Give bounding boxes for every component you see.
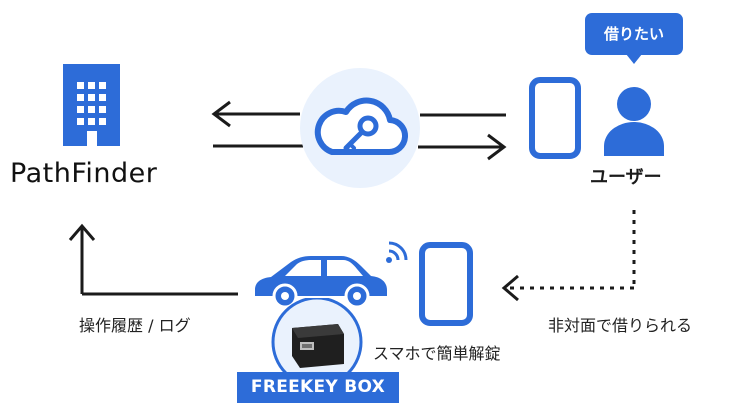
person-icon [601, 84, 667, 156]
smartphone-unlock-label: スマホで簡単解錠 [373, 344, 501, 363]
dotted-arrow-icon [498, 208, 640, 308]
keybox-device-icon [268, 298, 366, 384]
contactless-rent-label: 非対面で借りられる [548, 316, 693, 335]
arrow-up-icon [66, 222, 246, 300]
cloud-key-icon [298, 66, 422, 190]
line-left-lower [213, 143, 303, 149]
smartphone-icon-bottom [419, 242, 473, 326]
line-right-upper [420, 112, 506, 118]
freekey-box-label: FREEKEY BOX [237, 372, 399, 403]
arrow-right-icon [418, 133, 510, 163]
bubble-tail [626, 54, 642, 64]
car-icon [251, 252, 391, 312]
smartphone-icon-top [529, 77, 581, 159]
request-bubble: 借りたい [585, 13, 683, 55]
building-icon [63, 64, 125, 146]
user-label: ユーザー [590, 167, 662, 188]
history-log-label: 操作履歴 / ログ [79, 316, 191, 335]
company-name: PathFinder [10, 158, 158, 189]
wireless-signal-icon [383, 234, 413, 268]
arrow-left-icon [208, 100, 302, 130]
